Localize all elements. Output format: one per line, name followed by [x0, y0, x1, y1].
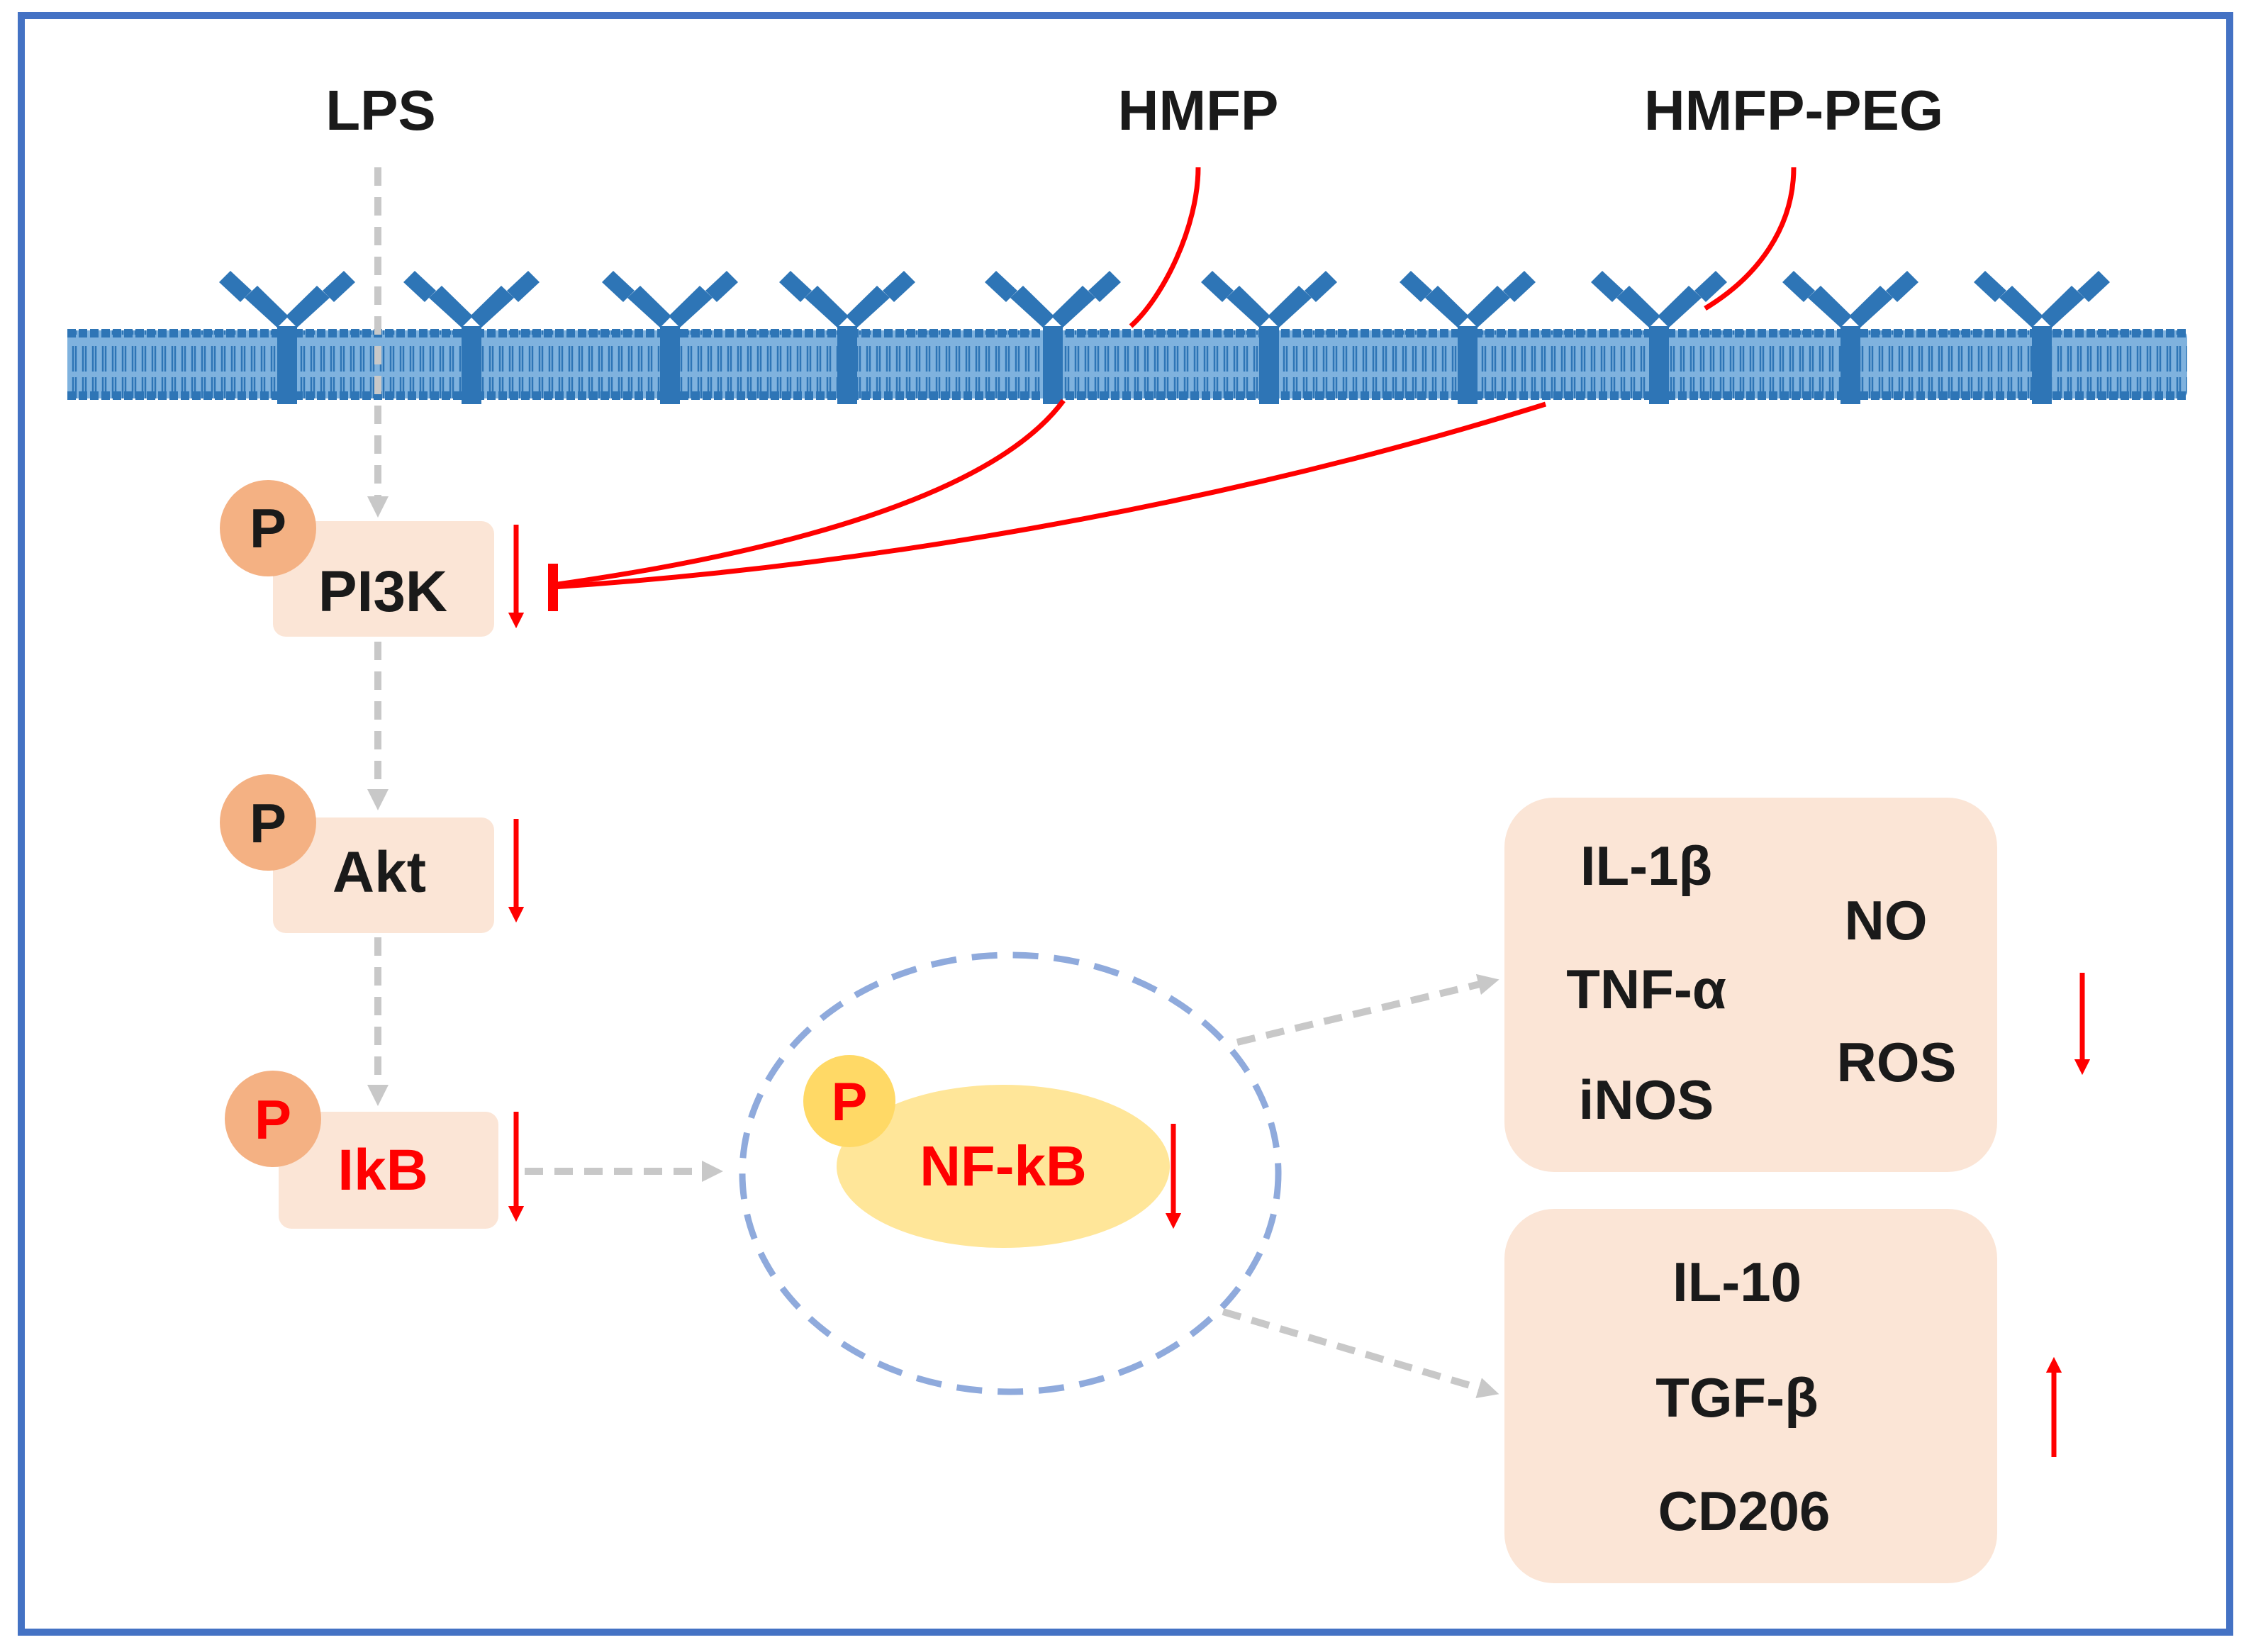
akt-phospho-label: P	[250, 792, 286, 854]
antiinflammatory-item: CD206	[1658, 1480, 1831, 1542]
receptor-icon	[602, 271, 738, 404]
ikb-label: IkB	[337, 1138, 428, 1202]
proinflammatory-item: ROS	[1836, 1031, 1956, 1093]
akt-node: P Akt	[220, 774, 494, 933]
pi3k-phospho-circle	[220, 480, 316, 576]
receptor-icon	[779, 271, 915, 404]
receptor-icon	[219, 271, 355, 404]
ikb-node: P IkB	[225, 1071, 498, 1229]
antiinflammatory-item: TGF-β	[1655, 1366, 1819, 1429]
nfkb-phospho-label: P	[832, 1072, 868, 1132]
cell-membrane	[67, 329, 2187, 400]
receptor-icon	[1591, 271, 1727, 404]
outer-frame	[18, 12, 2233, 1636]
akt-phospho-circle	[220, 774, 316, 871]
nucleus-boundary	[739, 951, 1282, 1395]
receptor-icon	[985, 271, 1121, 404]
receptor-icon	[1974, 271, 2110, 404]
akt-label: Akt	[333, 840, 426, 905]
proinflammatory-box: IL-1β TNF-α iNOS NO ROS	[1504, 798, 1997, 1172]
nfkb-to-antiinflammatory-arrow	[1222, 1308, 1499, 1399]
pi3k-node: P PI3K	[220, 480, 494, 637]
hmfp-label: HMFP	[1118, 79, 1279, 142]
receptor-icon	[403, 271, 540, 404]
pi3k-phospho-label: P	[250, 497, 286, 559]
ikb-phospho-label: P	[255, 1088, 291, 1151]
receptor-icon	[1400, 271, 1536, 404]
antiinflammatory-item: IL-10	[1672, 1251, 1802, 1313]
proinflammatory-item: IL-1β	[1580, 835, 1712, 897]
receptor-icon	[1201, 271, 1337, 404]
nfkb-phospho-circle	[803, 1055, 895, 1147]
hmfp-peg-label: HMFP-PEG	[1644, 79, 1943, 142]
nfkb-node: P NF-kB	[803, 1055, 1170, 1248]
hmfp-peg-inhibition-line	[552, 167, 1797, 590]
receptor-group	[219, 271, 2110, 404]
hmfp-inhibition-line	[552, 167, 1201, 588]
pi3k-label: PI3K	[318, 559, 447, 624]
proinflammatory-item: TNF-α	[1566, 958, 1726, 1020]
receptor-icon	[1782, 271, 1918, 404]
nfkb-label: NF-kB	[920, 1134, 1087, 1198]
nfkb-to-proinflammatory-arrow	[1236, 973, 1499, 1046]
lps-label: LPS	[325, 79, 436, 142]
proinflammatory-item: NO	[1845, 889, 1928, 951]
nfkb-ellipse	[837, 1085, 1170, 1248]
proinflammatory-item: iNOS	[1579, 1068, 1714, 1131]
antiinflammatory-box: IL-10 TGF-β CD206	[1504, 1209, 1997, 1583]
ikb-phospho-circle	[225, 1071, 321, 1167]
